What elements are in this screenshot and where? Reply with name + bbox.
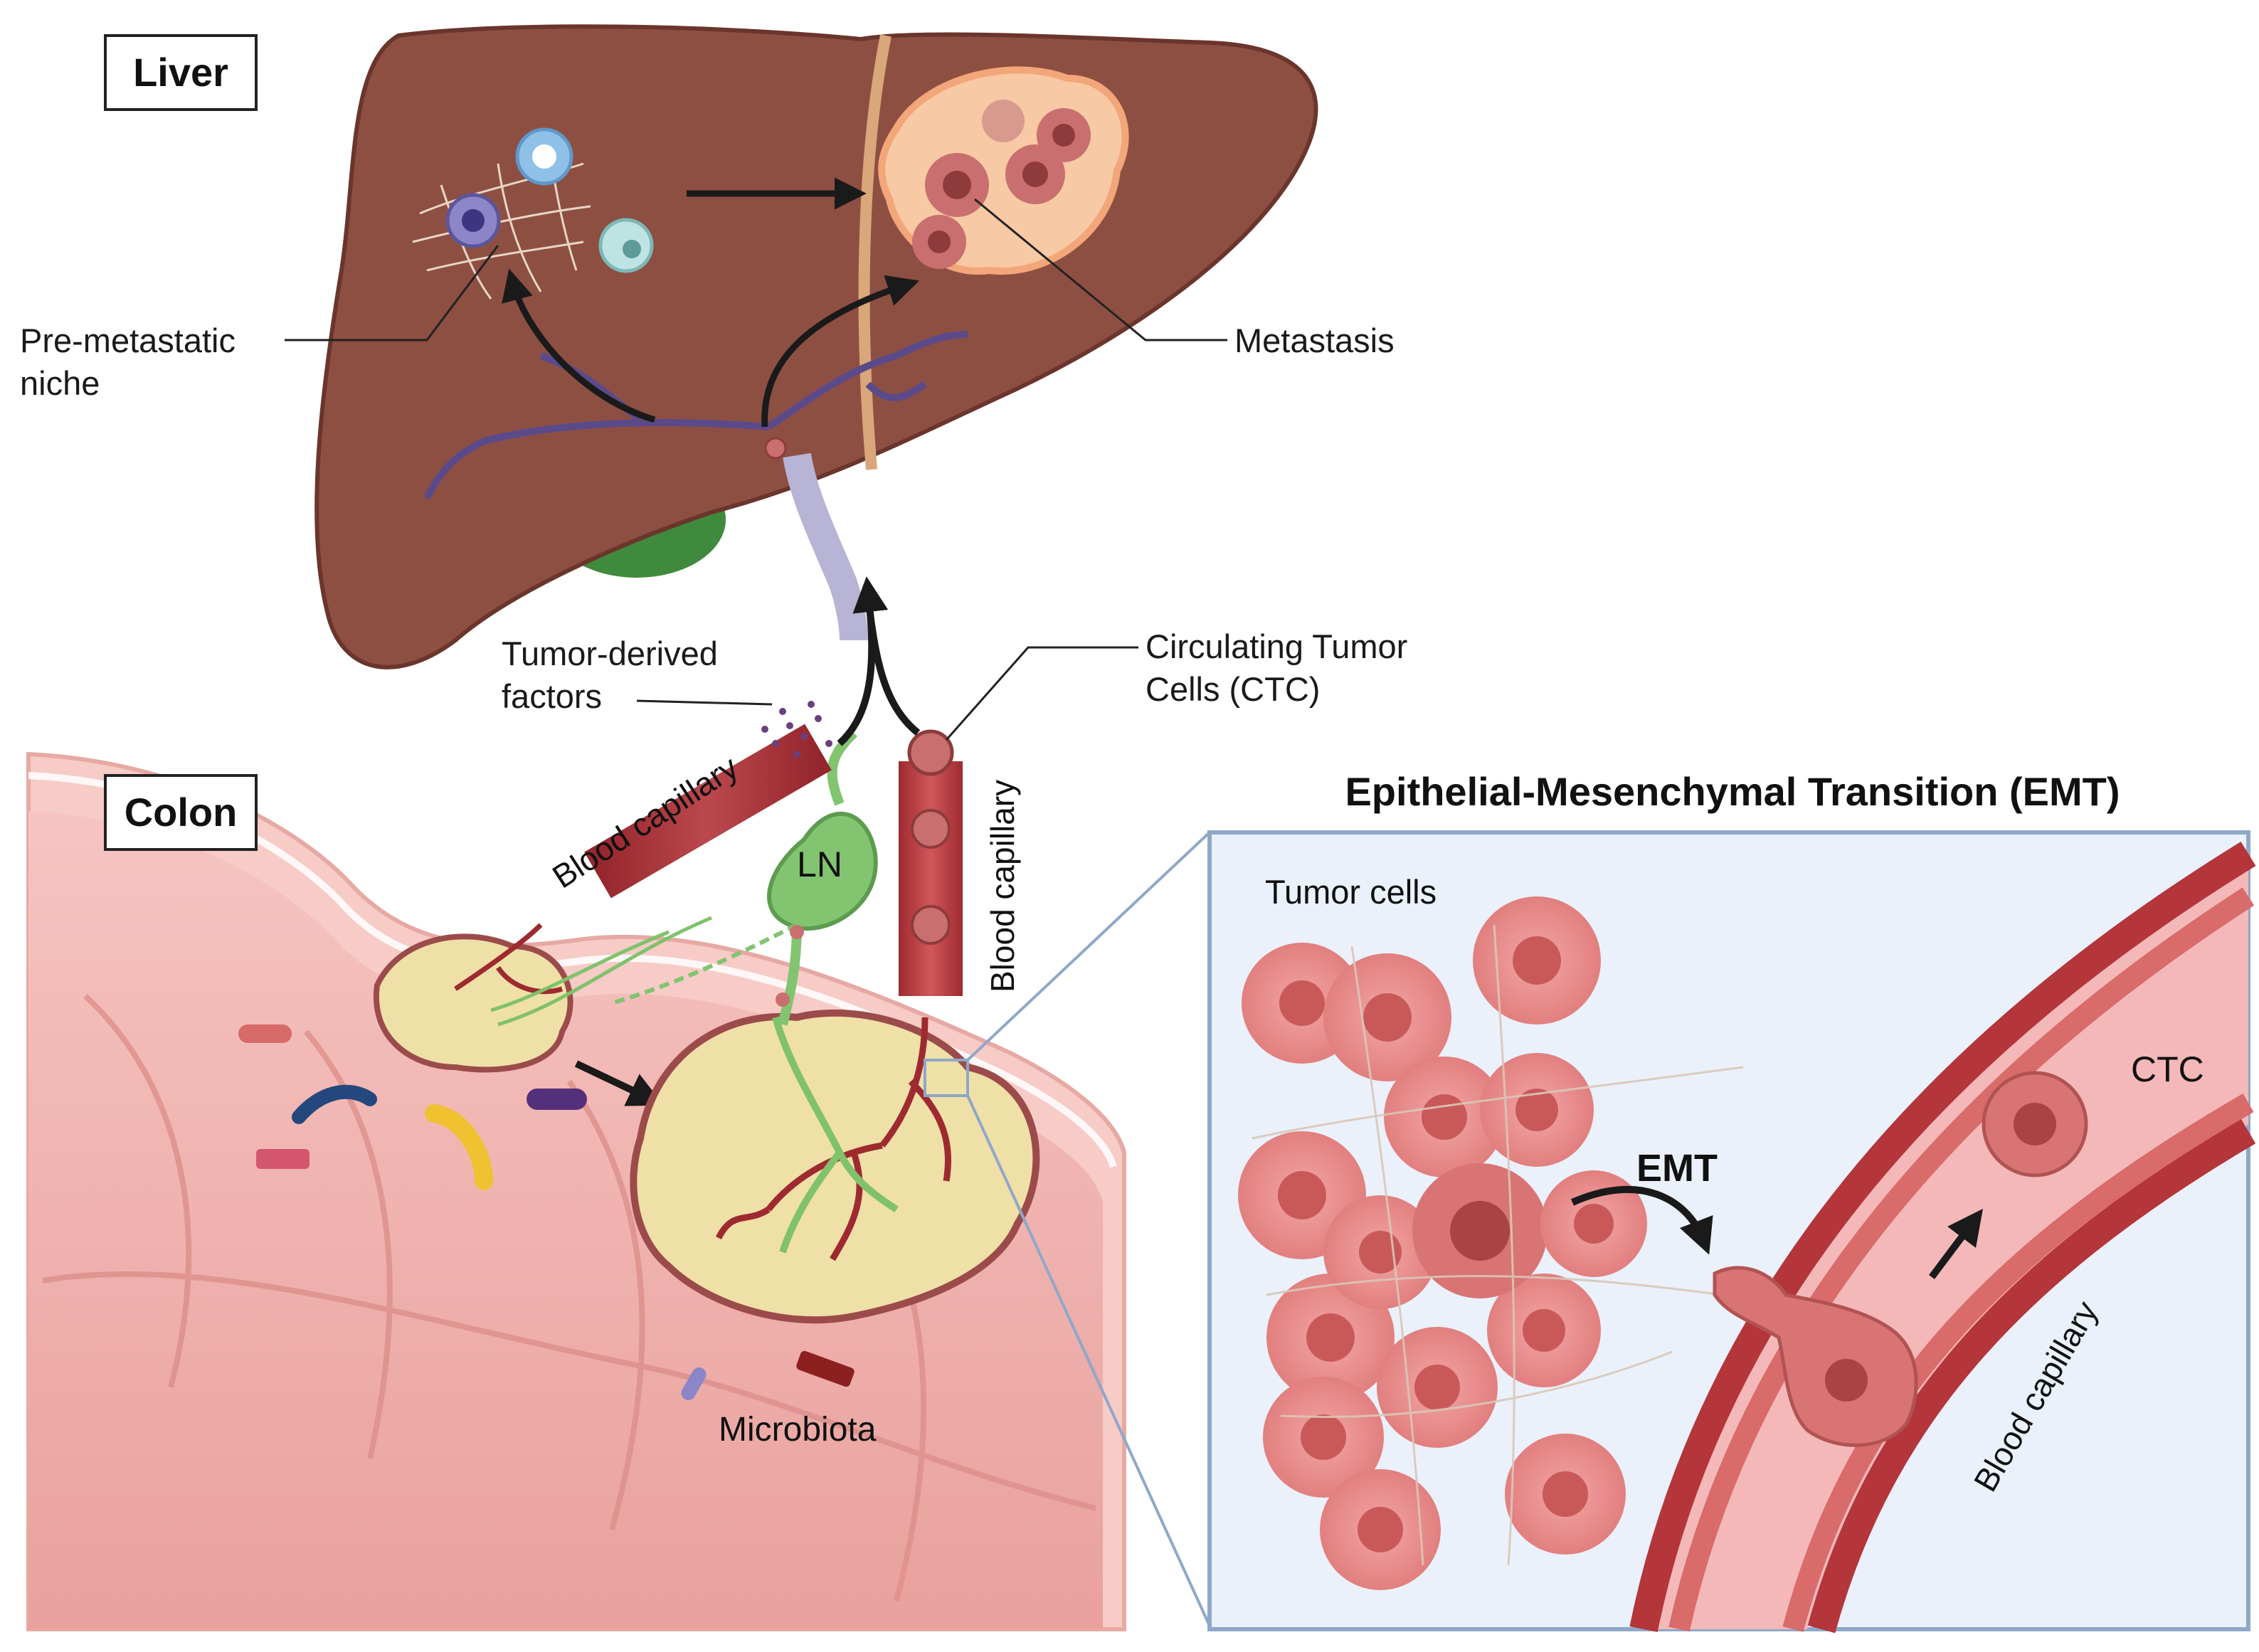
bacterium-rod-red <box>238 1024 292 1043</box>
emt-vessel-endothelium-right <box>1782 1094 2254 1632</box>
emt-migrating-cell-nucleus <box>1825 1359 1868 1402</box>
tumor-derived-leader-line <box>636 699 773 706</box>
metastasis-leader-line <box>974 198 1227 341</box>
intravasation-arrow <box>1929 1209 1983 1279</box>
vein-to-niche-arrow <box>502 268 656 423</box>
pre-metastatic-niche-text: Pre-metastatic <box>20 322 236 359</box>
emt-panel-title: Epithelial-Mesenchymal Transition (EMT) <box>1345 769 2120 814</box>
metastasis-text: Metastasis <box>1234 322 1395 359</box>
emt-arrow <box>1570 1185 1713 1255</box>
pre-metastatic-niche-callout: Pre-metastatic niche <box>20 245 499 402</box>
ctc-label: CTC <box>2131 1049 2204 1089</box>
neutrophil-nucleus <box>623 240 641 258</box>
colon-wall-stripe <box>28 772 1117 1168</box>
zoom-connector-top <box>966 831 1211 1061</box>
blood-capillary-left <box>584 724 832 899</box>
colon-folds <box>42 994 1096 1602</box>
portal-vein <box>783 452 868 641</box>
ctc-text: Circulating Tumor <box>1146 628 1407 665</box>
liver-label-text: Liver <box>133 50 228 95</box>
tumor-derived-factors-callout: Tumor-derived factors <box>502 635 773 715</box>
bacterium-purple <box>527 1089 587 1110</box>
immune-cell-blue-nucleus <box>532 144 556 169</box>
bacterium-curved-blue <box>292 1084 377 1124</box>
tumor-growth-arrow <box>574 1060 665 1106</box>
tumor-cell-cluster <box>1238 896 1647 1590</box>
microbiota-label: Microbiota <box>719 1411 877 1449</box>
ctc-callout: Circulating Tumor Cells (CTC) <box>945 628 1407 741</box>
tumor-derived-text-2: factors <box>502 677 602 715</box>
vein-to-metastasis-arrow <box>761 275 920 428</box>
liver-body <box>314 24 1318 669</box>
bacterium-dark-red <box>796 1350 855 1387</box>
early-tumor <box>373 916 712 1073</box>
emt-vessel-wall-left <box>1629 841 2256 1633</box>
blood-capillary-right <box>899 761 963 996</box>
emt-vessel-outer <box>1644 854 2248 1629</box>
bacterium-small-purple <box>681 1367 707 1400</box>
zoom-connector-bottom <box>966 1095 1211 1626</box>
blood-capillary-right-label: Blood capillary <box>984 780 1021 992</box>
colon-label-text: Colon <box>125 790 238 835</box>
pre-metastatic-niche-text-2: niche <box>20 364 100 402</box>
bacterium-yellow <box>425 1104 493 1190</box>
extracellular-matrix <box>1252 924 1744 1566</box>
liver-label: Liver <box>104 34 258 111</box>
liver <box>314 24 1318 669</box>
ctc-in-portal-vein <box>764 437 787 460</box>
pre-metastatic-leader-line <box>285 245 499 341</box>
emt-vessel-wall-right <box>1807 1118 2256 1634</box>
tumor-derived-factors <box>761 701 832 758</box>
ctc-text-2: Cells (CTC) <box>1146 670 1320 708</box>
emt-migrating-cell <box>1713 1266 1918 1447</box>
metastasis-callout: Metastasis <box>974 198 1395 359</box>
ctc-cell <box>907 729 954 776</box>
liver-metastasis <box>878 66 1129 275</box>
tumor-cells-label: Tumor cells <box>1265 873 1437 911</box>
colon: LN Blood capillary Blood capillary <box>26 576 1126 1631</box>
lymph-node-label: LN <box>797 844 842 884</box>
bacterium-spiky-red <box>256 1149 310 1169</box>
ctc-to-liver-arrow-right <box>864 597 921 736</box>
zoom-box <box>924 1059 969 1097</box>
ctc-leader-line <box>945 646 1138 741</box>
colon-label: Colon <box>104 774 258 851</box>
ctc-in-vessel-nucleus <box>2014 1103 2056 1145</box>
emt-label: EMT <box>1636 1147 1718 1190</box>
emt-panel: Tumor cells EMT CTC Blood capillary <box>1207 830 2256 1634</box>
lymph-node: LN <box>611 729 878 1026</box>
tumor-derived-text: Tumor-derived <box>502 635 718 672</box>
emt-vessel-endothelium-left <box>1668 887 2255 1632</box>
portal-vein-branches <box>423 331 968 500</box>
falciform-ligament <box>858 34 892 470</box>
immune-cell-purple-nucleus <box>462 209 485 232</box>
